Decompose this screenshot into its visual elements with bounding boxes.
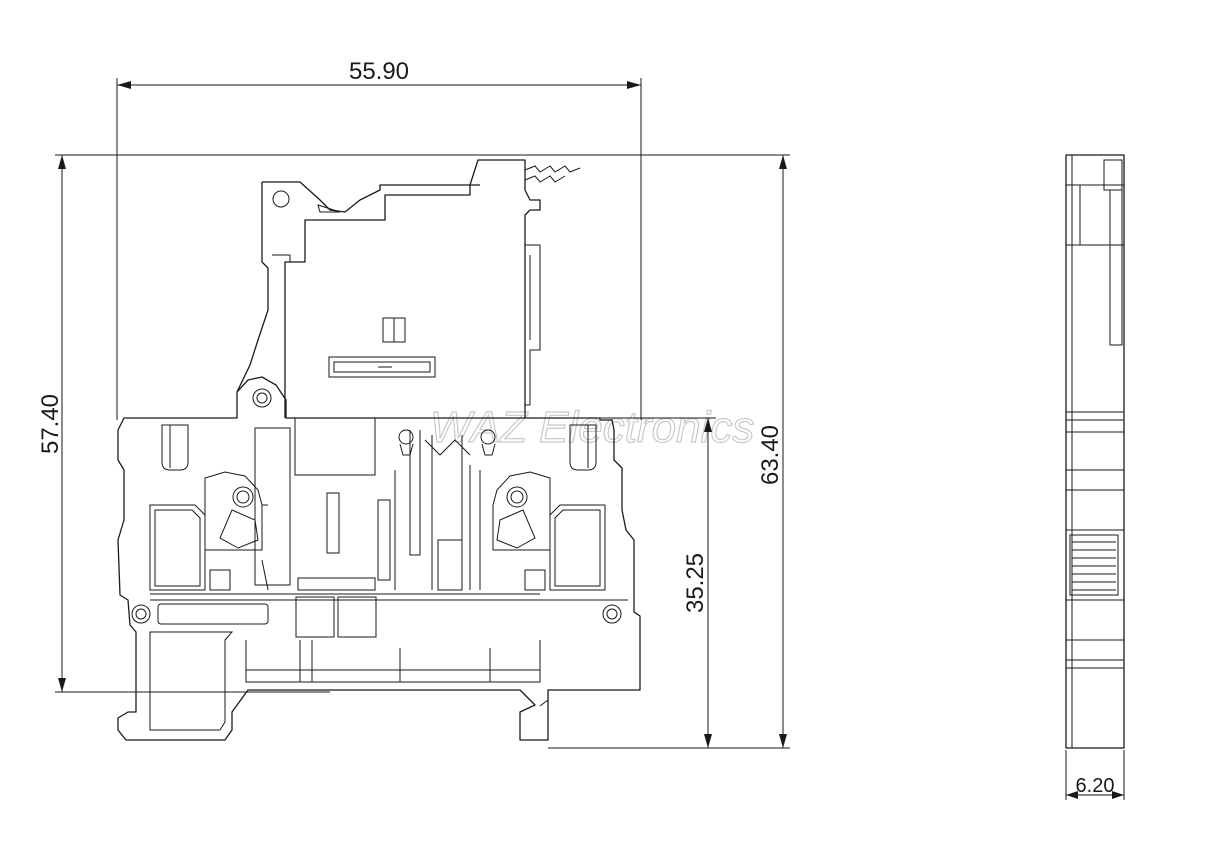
dimension-left-height: 57.40 <box>37 154 790 693</box>
left-height-label: 57.40 <box>37 394 64 454</box>
right-height-label: 63.40 <box>757 425 784 485</box>
watermark-text: WAZ Electronics <box>430 403 754 452</box>
dimension-inner-height: 35.25 <box>600 417 716 748</box>
dimension-overall-width: 55.90 <box>116 58 642 420</box>
inner-height-label: 35.25 <box>682 553 709 613</box>
front-view <box>117 159 641 741</box>
width-label: 55.90 <box>349 58 409 85</box>
dimension-right-height: 63.40 <box>548 155 790 749</box>
side-width-label: 6.20 <box>1076 775 1115 797</box>
side-view: 6.20 <box>1065 154 1125 800</box>
